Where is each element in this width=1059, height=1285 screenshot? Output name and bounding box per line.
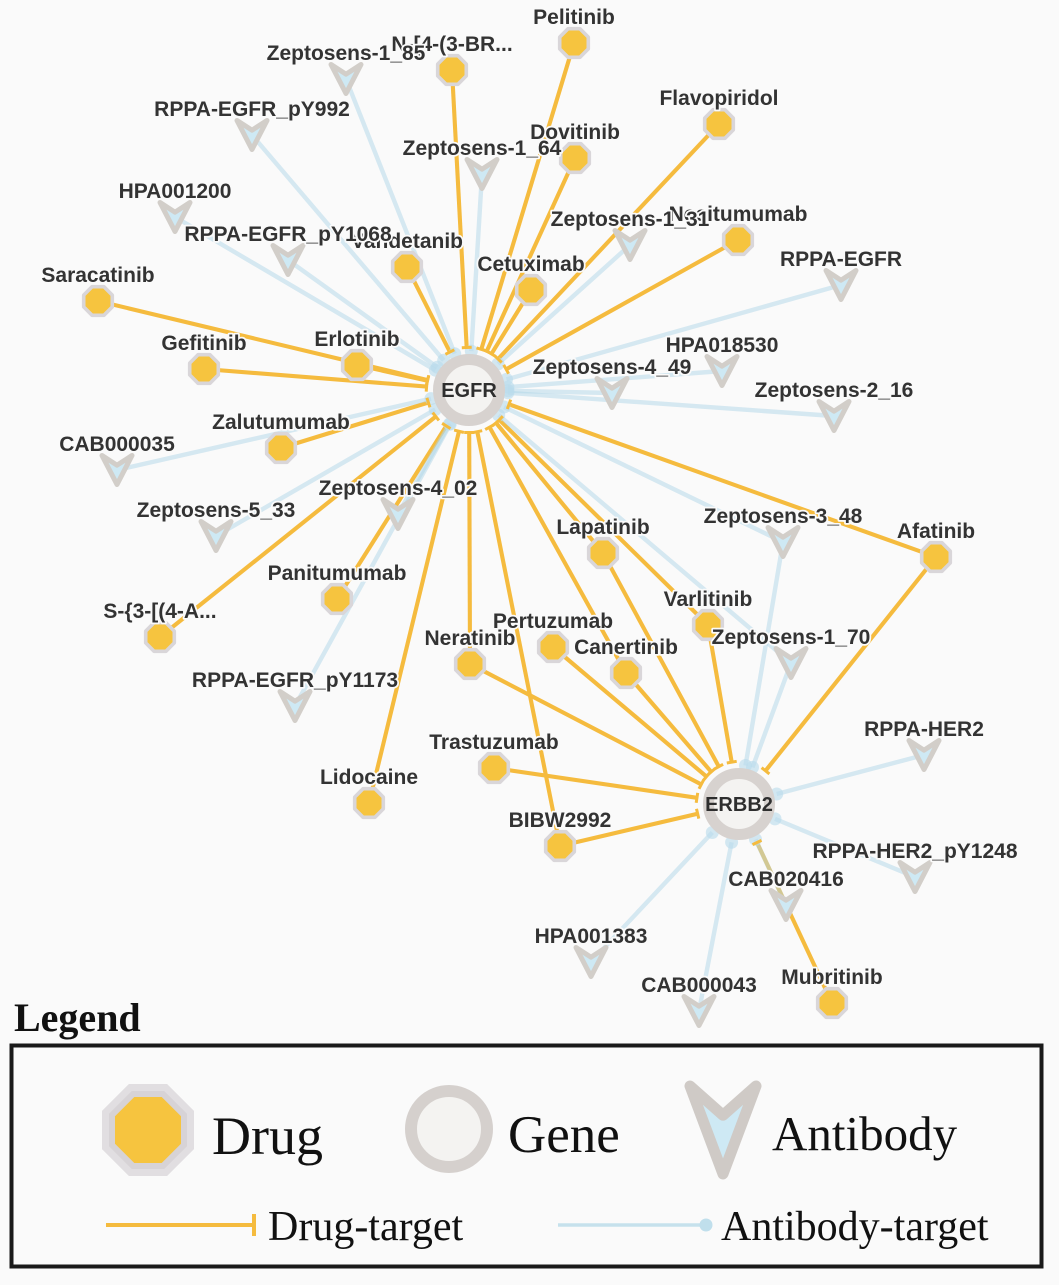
svg-text:Mubritinib: Mubritinib [781,966,882,989]
svg-text:N-[4-(3-BR...: N-[4-(3-BR... [391,33,512,56]
svg-text:Zeptosens-1_70: Zeptosens-1_70 [712,626,871,649]
svg-text:Vandetanib: Vandetanib [351,230,463,253]
svg-text:S-{3-[(4-A...: S-{3-[(4-A... [103,600,216,623]
svg-text:ERBB2: ERBB2 [705,794,773,816]
svg-text:CAB000043: CAB000043 [641,974,757,997]
svg-text:Erlotinib: Erlotinib [314,328,399,351]
svg-text:RPPA-EGFR_pY1173: RPPA-EGFR_pY1173 [192,669,398,692]
svg-text:Afatinib: Afatinib [897,520,975,543]
svg-text:Antibody: Antibody [772,1106,958,1161]
svg-text:Drug: Drug [212,1106,323,1166]
svg-text:RPPA-EGFR: RPPA-EGFR [780,248,902,271]
svg-text:CAB000035: CAB000035 [59,433,175,456]
svg-text:Zeptosens-4_02: Zeptosens-4_02 [319,477,478,500]
svg-text:Lidocaine: Lidocaine [320,766,418,789]
svg-text:RPPA-HER2: RPPA-HER2 [864,718,984,741]
svg-text:Zeptosens-3_48: Zeptosens-3_48 [704,505,863,528]
svg-text:Necitumumab: Necitumumab [669,203,808,226]
svg-text:RPPA-EGFR_pY992: RPPA-EGFR_pY992 [154,98,350,121]
svg-text:Zeptosens-1_64: Zeptosens-1_64 [403,137,562,160]
svg-text:Neratinib: Neratinib [424,627,515,650]
svg-text:Dovitinib: Dovitinib [530,121,620,144]
svg-text:Flavopiridol: Flavopiridol [659,87,778,110]
svg-text:HPA001200: HPA001200 [119,180,232,203]
svg-text:Canertinib: Canertinib [574,636,678,659]
svg-text:Panitumumab: Panitumumab [268,562,407,585]
svg-text:Zalutumumab: Zalutumumab [212,411,350,434]
svg-text:Gene: Gene [508,1106,620,1164]
svg-text:Varlitinib: Varlitinib [664,588,753,611]
svg-text:Trastuzumab: Trastuzumab [429,731,559,754]
svg-text:Pertuzumab: Pertuzumab [493,610,613,633]
svg-text:Zeptosens-1_31: Zeptosens-1_31 [551,208,710,231]
svg-text:Zeptosens-5_33: Zeptosens-5_33 [137,499,296,522]
svg-text:Pelitinib: Pelitinib [533,6,615,29]
svg-text:CAB020416: CAB020416 [728,868,844,891]
svg-text:EGFR: EGFR [441,380,497,402]
svg-text:Zeptosens-4_49: Zeptosens-4_49 [533,356,692,379]
svg-text:Antibody-target: Antibody-target [721,1204,989,1250]
svg-text:Cetuximab: Cetuximab [477,253,584,276]
svg-text:Gefitinib: Gefitinib [161,332,246,355]
svg-text:Lapatinib: Lapatinib [556,516,649,539]
svg-text:Zeptosens-1_85: Zeptosens-1_85 [267,42,426,65]
svg-text:Legend: Legend [14,995,141,1040]
svg-text:HPA018530: HPA018530 [666,334,779,357]
svg-text:BIBW2992: BIBW2992 [509,809,612,832]
svg-text:RPPA-EGFR_pY1068: RPPA-EGFR_pY1068 [184,223,392,246]
svg-text:HPA001383: HPA001383 [535,925,648,948]
svg-text:RPPA-HER2_pY1248: RPPA-HER2_pY1248 [812,840,1017,863]
svg-text:Drug-target: Drug-target [268,1204,463,1250]
svg-text:Zeptosens-2_16: Zeptosens-2_16 [755,379,914,402]
svg-text:Saracatinib: Saracatinib [41,264,154,287]
